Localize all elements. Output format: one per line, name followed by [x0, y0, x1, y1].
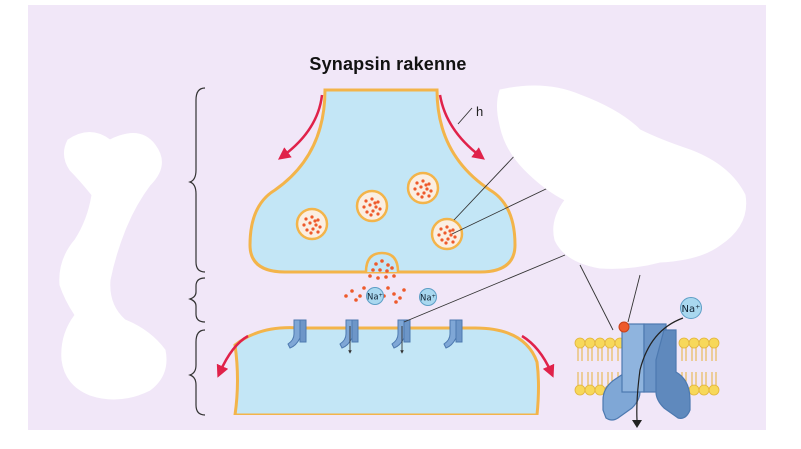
- ion-flow-arrow: [636, 317, 684, 421]
- neurotransmitter-dot: [350, 289, 354, 293]
- synaptic-vesicle-icon: [406, 171, 440, 205]
- right-margin: [766, 5, 801, 430]
- postsynaptic-cutoff: [230, 415, 550, 430]
- neurotransmitter-dot: [386, 263, 390, 267]
- partial-label: h: [476, 104, 483, 119]
- neurotransmitter-dot: [376, 276, 380, 280]
- sodium-ion-icon: Na⁺: [680, 297, 702, 319]
- neurotransmitter-dot: [374, 262, 378, 266]
- bottom-margin: [0, 430, 801, 445]
- curly-brace-icon: [188, 277, 206, 323]
- arrow-icon: [632, 420, 642, 428]
- neurotransmitter-dot: [362, 286, 366, 290]
- neurotransmitter-dot: [392, 292, 396, 296]
- left-margin: [0, 0, 28, 445]
- svg-text:Na⁺: Na⁺: [420, 294, 436, 304]
- neurotransmitter-dot: [378, 268, 382, 272]
- svg-text:Na⁺: Na⁺: [682, 304, 701, 315]
- curly-brace-icon: [188, 87, 206, 273]
- neurotransmitter-dot: [344, 294, 348, 298]
- ion-channel-icon: [602, 321, 691, 421]
- receptor-channel-icon: [443, 319, 463, 349]
- neurotransmitter-dot: [386, 286, 390, 290]
- neurotransmitter-dot: [380, 259, 384, 263]
- neurotransmitter-dot: [398, 296, 402, 300]
- arrow-icon: [216, 334, 249, 378]
- neurotransmitter-dot: [368, 274, 372, 278]
- receptor-channel-icon: [391, 319, 411, 354]
- svg-text:Na⁺: Na⁺: [367, 293, 383, 303]
- scribble-overlay: [59, 85, 747, 400]
- arrow-icon: [521, 334, 555, 378]
- neurotransmitter-dot: [402, 288, 406, 292]
- neurotransmitter-dot: [384, 275, 388, 279]
- neurotransmitter-dot: [385, 269, 389, 273]
- arrow-icon: [277, 94, 324, 160]
- sodium-ion-icon: Na⁺: [366, 287, 384, 305]
- neurotransmitter-dot: [371, 268, 375, 272]
- neurotransmitter-dot: [354, 298, 358, 302]
- neurotransmitter-dot: [392, 274, 396, 278]
- postsynaptic-cell: [233, 326, 540, 417]
- receptor-channel-icon: [339, 319, 359, 354]
- synaptic-vesicle-icon: [355, 189, 389, 223]
- diagram-title: Synapsin rakenne: [309, 54, 467, 74]
- synaptic-vesicle-icon: [295, 207, 329, 241]
- sodium-ion-icon: Na⁺: [419, 288, 437, 306]
- neurotransmitter-dot: [390, 266, 394, 270]
- neurotransmitter-dot: [394, 300, 398, 304]
- arrow-icon: [438, 94, 485, 160]
- receptor-channel-icon: [287, 319, 307, 349]
- synaptic-vesicle-icon: [430, 217, 464, 251]
- leader-lines: [403, 107, 641, 331]
- neurotransmitter-dot: [358, 294, 362, 298]
- curly-brace-icon: [188, 329, 206, 416]
